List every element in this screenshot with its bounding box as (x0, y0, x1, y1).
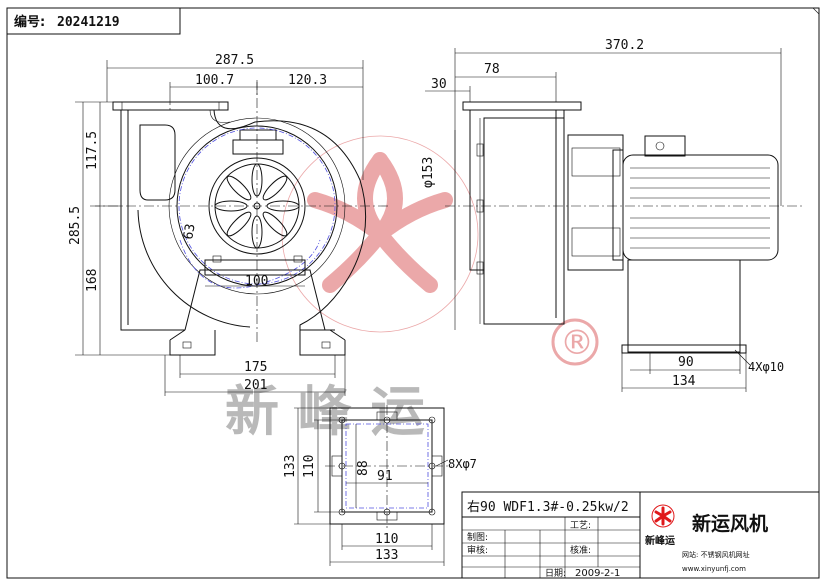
website-label: 网站: 不锈钢风机网址 (682, 550, 750, 559)
dim-outer-width: 133 (375, 548, 398, 563)
dim-foot-outer: 201 (244, 378, 267, 393)
dim-foot-inner: 175 (244, 360, 267, 375)
dim-inner-height: 110 (302, 455, 317, 478)
dim-outlet-width: 100 (245, 274, 268, 289)
date-value: 2009-2-1 (575, 568, 620, 579)
dim-lower-height: 168 (85, 269, 100, 292)
check-label: 审核: (467, 544, 488, 556)
dim-opening-width: 91 (377, 469, 393, 484)
dim-holes: 8Xφ7 (448, 457, 477, 471)
drawn-label: 制图: (467, 531, 488, 543)
dim-inner-width: 110 (375, 532, 398, 547)
dim-opening-height: 88 (356, 460, 371, 476)
dim-left-offset: 100.7 (195, 73, 234, 88)
company-logo-icon (651, 504, 675, 528)
sheet-border (6, 7, 820, 579)
company-name: 新运风机 (692, 512, 768, 535)
dim-inlet-diameter: φ153 (421, 157, 436, 188)
watermark-registered: ® (560, 323, 594, 363)
serial-label: 编号: (14, 14, 45, 30)
dim-flange: 30 (431, 77, 447, 92)
website-url: www.xinyunfj.com (682, 565, 746, 573)
watermark-brand: 新 峰 运 (225, 380, 425, 443)
dim-overall-length: 370.2 (605, 38, 644, 53)
dim-base-outer: 134 (672, 374, 696, 389)
title-block: 右90 WDF1.3#-0.25kw/2 工艺: 制图: 审核: 核准: 日期:… (461, 491, 820, 579)
side-view: 370.2 78 30 φ153 90 134 4Xφ10 (421, 38, 805, 392)
dim-upper-height: 117.5 (85, 131, 100, 170)
serial-box: 编号: 20241219 (6, 7, 181, 35)
approve-label: 核准: (570, 544, 591, 556)
front-view: 287.5 100.7 120.3 285.5 117.5 168 100 63… (68, 53, 390, 396)
dim-radius: 63 (181, 223, 198, 241)
logo-text: 新峰运 (645, 534, 675, 547)
dim-right-offset: 120.3 (288, 73, 327, 88)
dim-base-inner: 90 (678, 355, 694, 370)
flange-view: 133 110 88 91 8Xφ7 110 133 (283, 405, 477, 566)
model-label: 右90 WDF1.3#-0.25kw/2 (467, 500, 629, 515)
dim-total-height: 285.5 (68, 206, 83, 245)
dim-total-width: 287.5 (215, 53, 254, 68)
date-label: 日期: (545, 568, 566, 579)
dim-outer-height: 133 (283, 455, 298, 478)
serial-number: 20241219 (57, 15, 120, 30)
process-label: 工艺: (570, 520, 591, 531)
dim-base-holes: 4Xφ10 (748, 360, 784, 374)
dim-inlet-depth: 78 (484, 62, 500, 77)
